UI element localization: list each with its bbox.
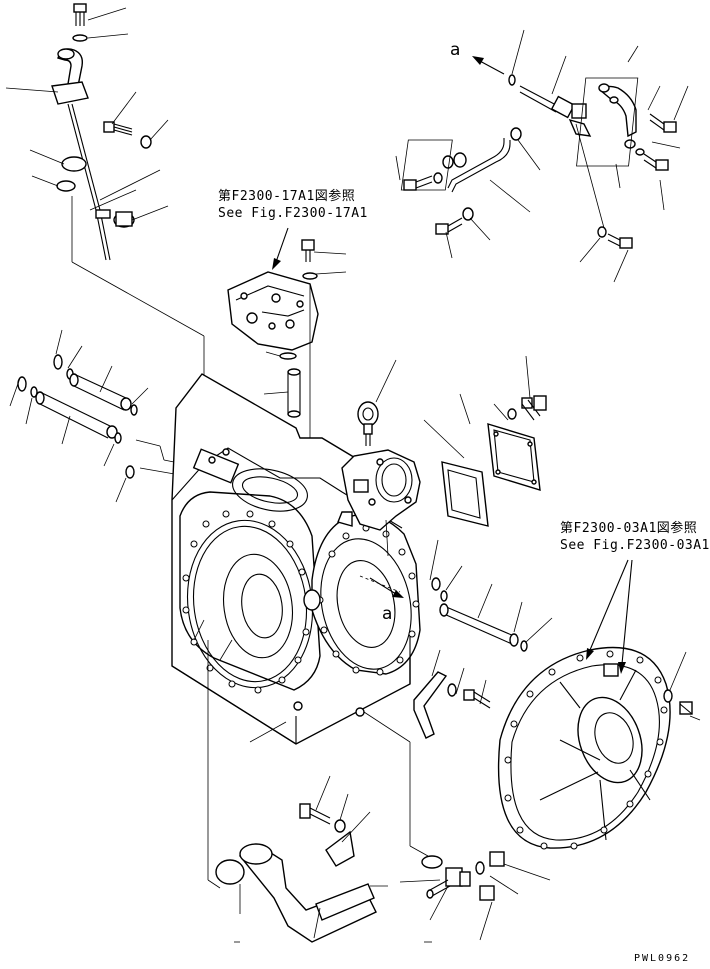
tube-part [35,391,118,439]
bolt-part [403,175,433,191]
bolt-part [103,121,133,136]
bent-tube-part [442,138,511,193]
oring-part [475,861,485,875]
oring-part [130,404,138,416]
callout-box [576,77,639,167]
bolt-part [643,153,669,171]
reference-text-top-en: See Fig.F2300-17A1 [218,206,368,221]
oring-part [125,465,135,479]
arrow-a-middle [369,577,404,598]
valve-body-part [227,271,319,351]
pin-part [287,368,301,418]
bracket-assembly [413,649,491,739]
clip-part [95,209,135,228]
oring-part [421,855,443,869]
washer-part [462,207,474,221]
washer-part [334,819,346,833]
filler-pipe-part [51,48,111,261]
drawing-code: PWL0962 [634,953,691,964]
bolt-part [507,395,547,421]
bolt-part [663,651,701,721]
bolt-hole-ring [504,650,668,850]
oring-part [53,354,63,370]
marker-a-top: a [450,40,461,60]
reference-arrow [272,227,289,270]
valve-cover-part [337,449,421,531]
bolt-hole-ring [316,524,420,676]
washer-part [302,272,318,280]
bracket-part [598,83,645,156]
sensor-assembly [363,711,551,941]
bolt-part [463,689,491,709]
pipe-assembly [395,29,689,283]
bolt-part [301,239,315,262]
plug-part [479,851,505,901]
oring-part [279,352,297,360]
bolt-part [435,217,463,235]
bolt-hole-ring [182,510,312,694]
marker-a-middle: a [382,604,393,624]
left-pins-group [9,329,215,503]
washer-part [510,127,522,141]
bolt-part [73,3,87,26]
sensor-part [426,867,471,899]
long-pipe-part [519,85,592,137]
transmission-housing [171,373,421,745]
control-valve-assembly [227,227,347,500]
oring-part [56,180,76,192]
suction-pipe-assembly [207,640,388,943]
eye-bolt-part [357,359,397,446]
gasket-part [441,461,489,527]
reference-text-right-jp: 第F2300-03A1図参照 [560,521,698,536]
oring-part [61,156,87,172]
washer-part [72,34,88,42]
washer-part [597,226,607,238]
oring-part [114,432,122,444]
tube-part [69,373,132,411]
long-pin-assembly [429,539,553,652]
washer-part [140,135,152,149]
callout-box [400,139,453,191]
oring-part [508,74,516,86]
bolt-part [649,113,677,133]
arrow-a-top [472,56,505,75]
reference-arrows-right [586,559,633,674]
bolt-part [607,233,633,249]
cover-plate-part [487,423,541,491]
rear-cover-part [497,646,671,850]
reference-text-right-en: See Fig.F2300-03A1 [560,538,710,553]
reference-text-top-jp: 第F2300-17A1図参照 [218,189,356,204]
oring-part [215,859,245,885]
bolt-part [299,803,331,825]
oring-part [30,386,38,398]
washer-part [433,172,443,184]
filler-tube-assembly [5,3,205,450]
